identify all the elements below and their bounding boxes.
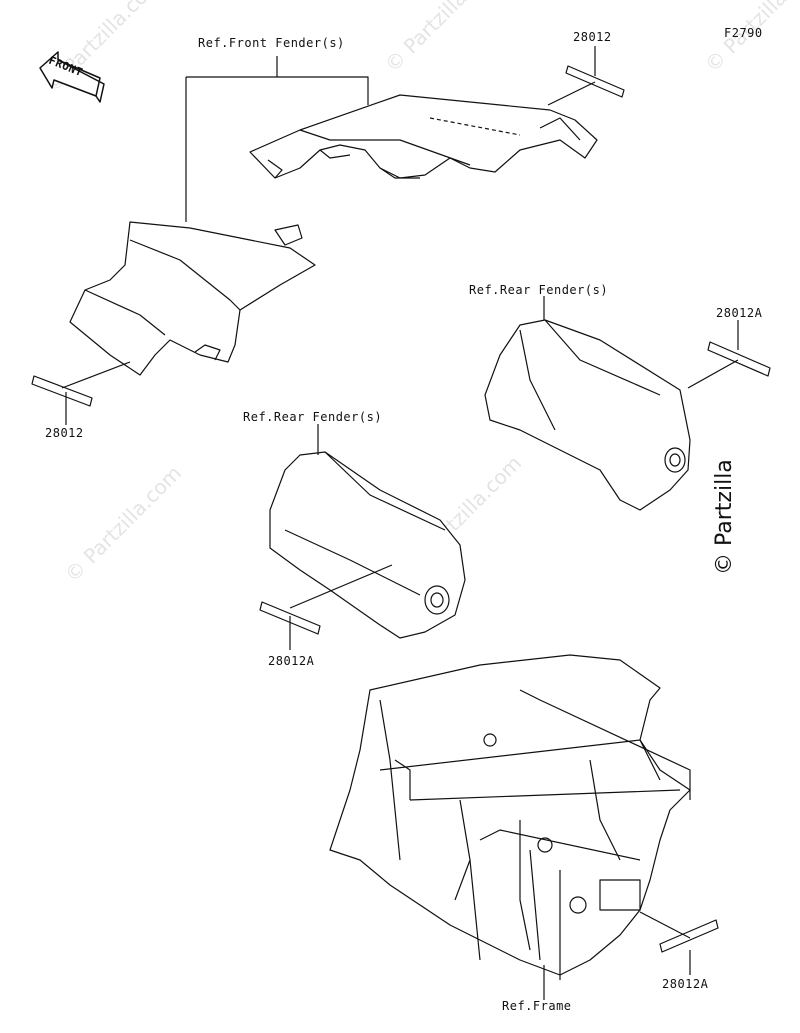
part-28012A-right-strip bbox=[687, 320, 771, 389]
front-arrow-icon bbox=[39, 51, 105, 103]
figure-code: F2790 bbox=[724, 26, 763, 40]
front-fender-left bbox=[69, 221, 316, 376]
rear-fender-right bbox=[484, 296, 691, 511]
ref-rear-fender-left-label: Ref.Rear Fender(s) bbox=[243, 410, 383, 424]
frame-assembly bbox=[329, 654, 691, 980]
ref-frame-label: Ref.Frame bbox=[502, 999, 572, 1013]
leader-front-fender bbox=[185, 56, 369, 222]
part-label-28012A-bottom: 28012A bbox=[662, 977, 709, 991]
ref-front-fender-label: Ref.Front Fender(s) bbox=[198, 36, 345, 50]
part-label-28012A-right: 28012A bbox=[716, 306, 763, 320]
rear-fender-middle bbox=[269, 424, 466, 639]
part-label-28012-top: 28012 bbox=[573, 30, 612, 44]
ref-rear-fender-right-label: Ref.Rear Fender(s) bbox=[469, 283, 609, 297]
front-fender-top bbox=[249, 94, 598, 179]
part-28012A-bottom-strip bbox=[639, 911, 719, 975]
part-28012-top-strip bbox=[547, 46, 625, 106]
part-label-28012A-middle: 28012A bbox=[268, 654, 315, 668]
copyright-text: © Partzilla bbox=[712, 459, 737, 575]
part-label-28012-left: 28012 bbox=[45, 426, 84, 440]
part-28012-left-strip bbox=[31, 361, 131, 425]
part-28012A-middle-strip bbox=[259, 564, 393, 650]
